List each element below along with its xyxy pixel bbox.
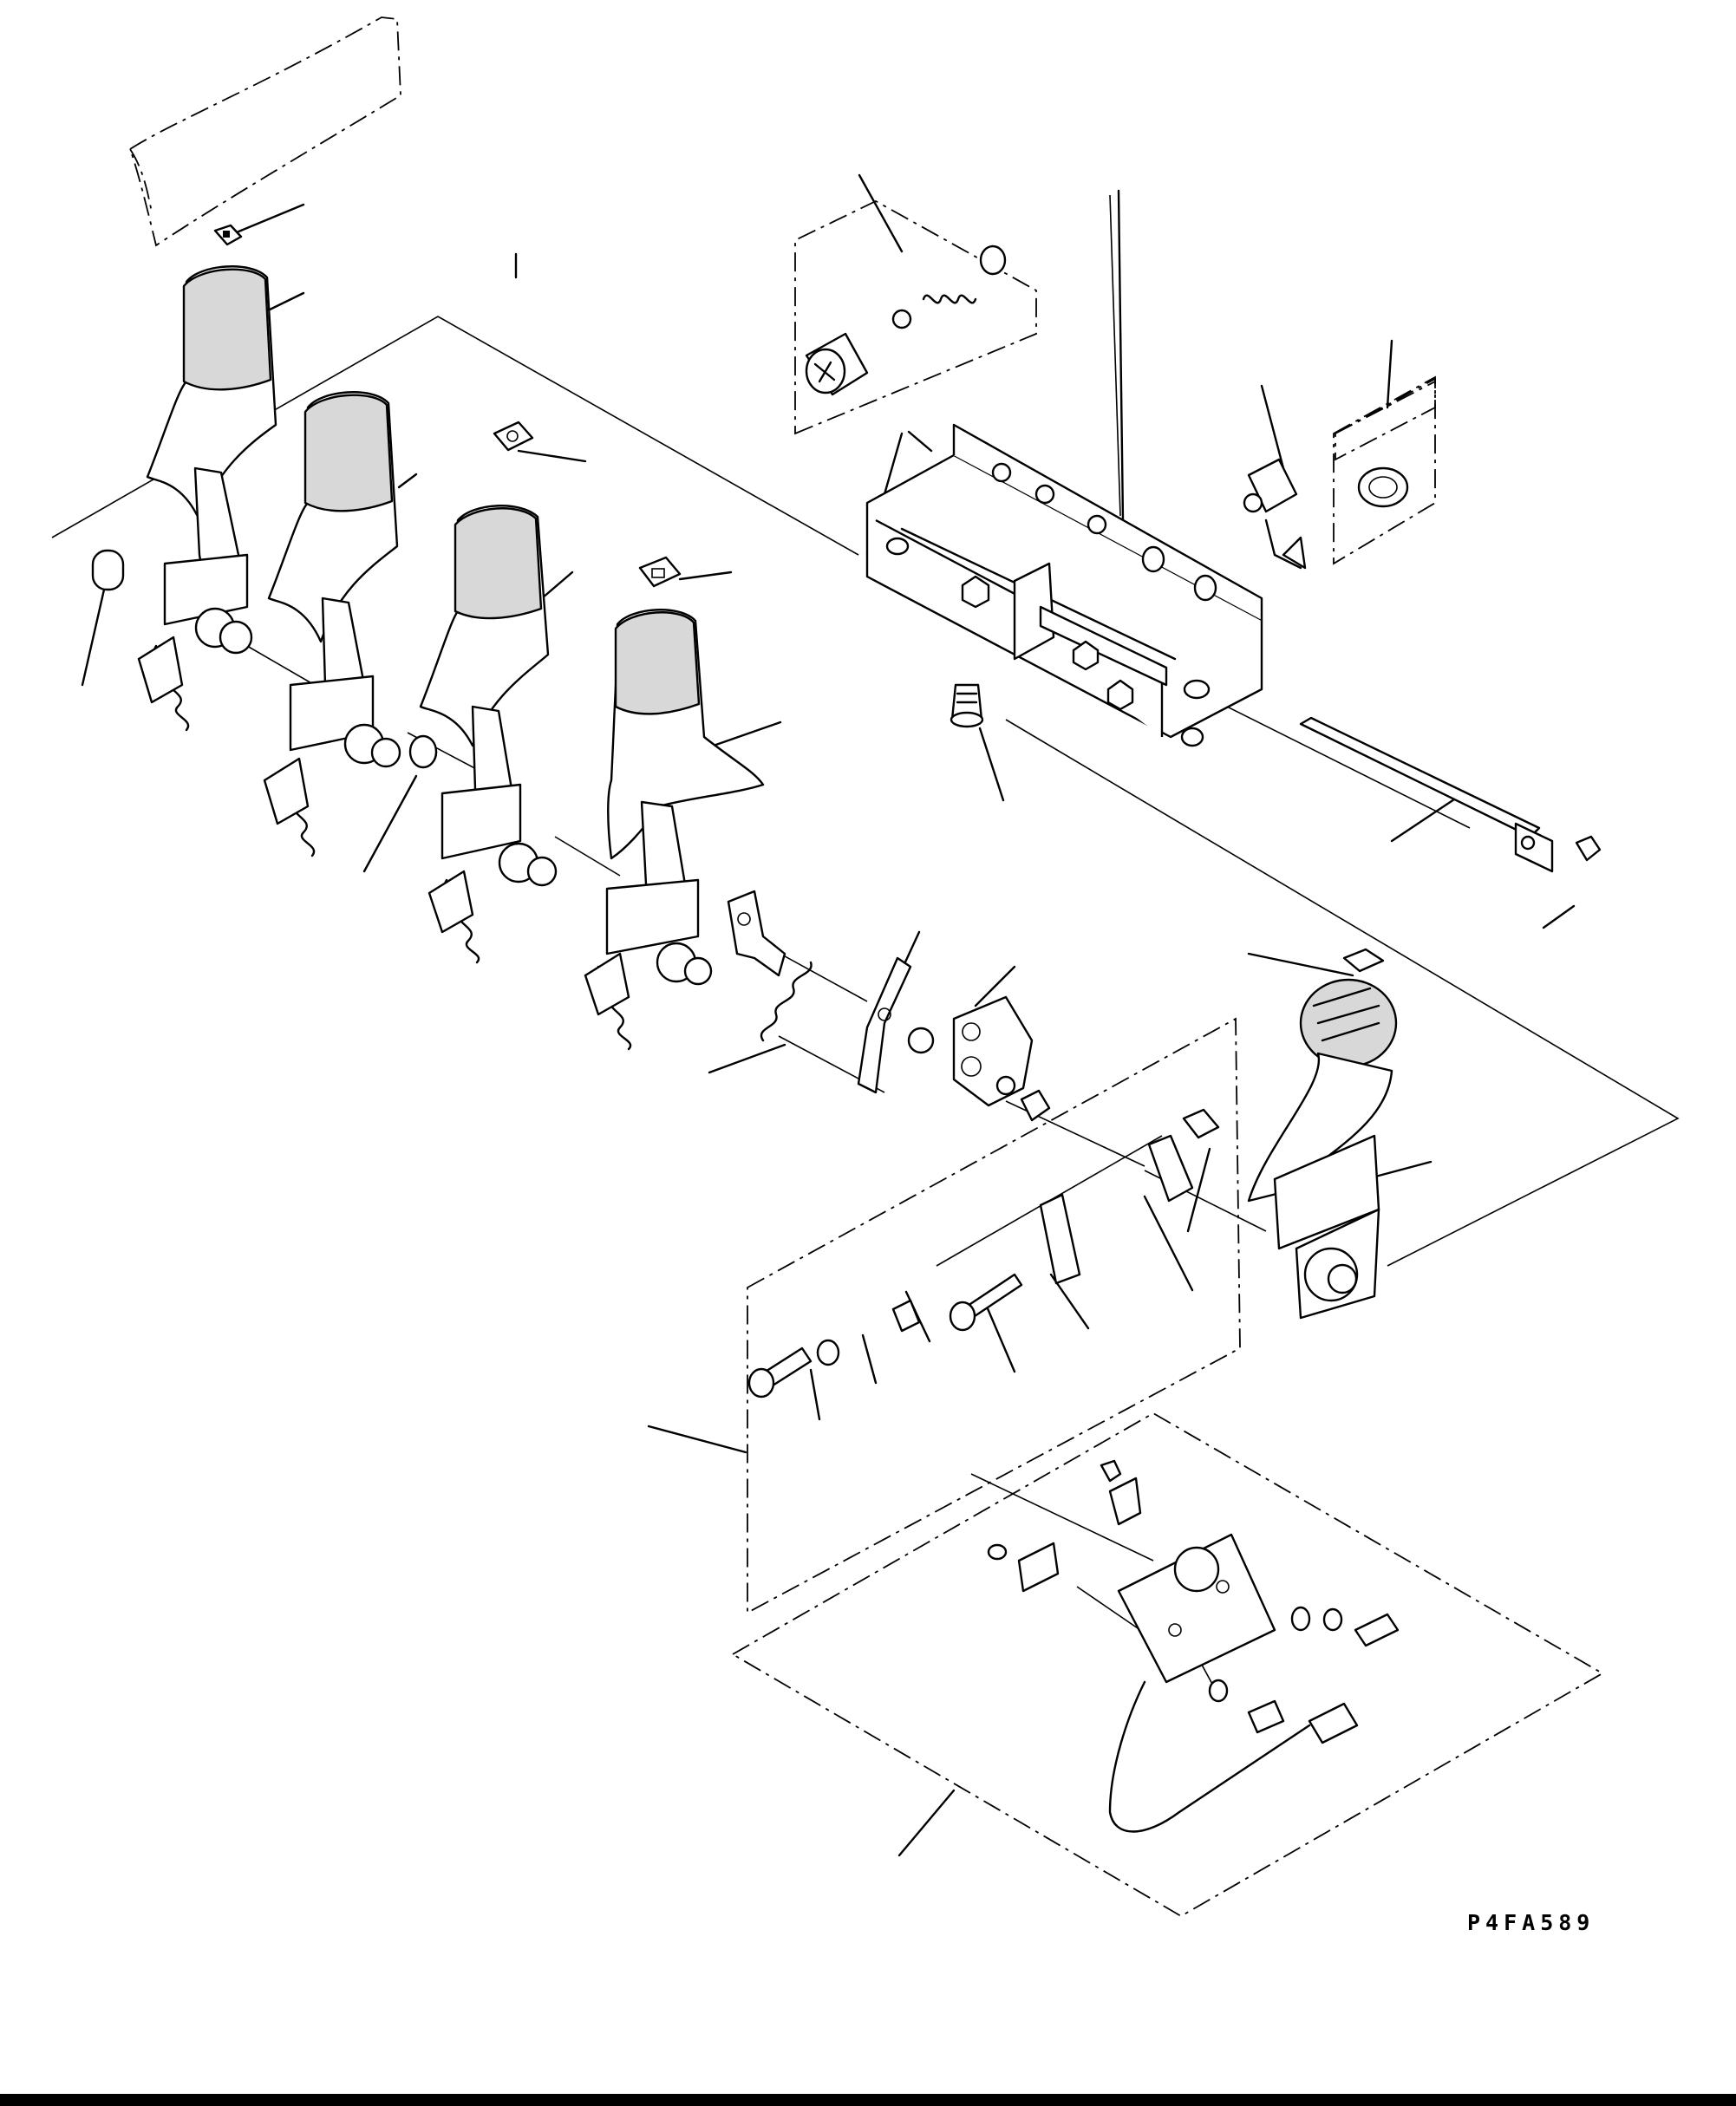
lever-round-knob [1247,978,1398,1320]
detent-kit-parts [805,245,1007,396]
spacer-ring [408,734,438,769]
lever-3 [419,505,558,964]
plug-kit-outline [1333,375,1436,565]
mounting-bolt [950,683,984,728]
lever-4 [584,609,765,1051]
label-plate-3 [638,556,682,588]
plug-kit-frame [1335,377,1436,461]
main-bracket [865,423,1263,747]
label-plate-2 [493,421,534,452]
label-plate-1 [213,224,243,246]
pivot-shaft [1299,716,1602,873]
console-cover-outline [128,16,401,247]
leader-lines [81,173,1576,1857]
bottom-border [0,2094,1736,2106]
link-kit-frame [747,1017,1241,1614]
link-plates [727,890,1051,1122]
switch-kit-parts [987,1459,1400,1833]
detent-kit-frame [794,199,1037,435]
lever-1 [91,265,277,732]
plug-ring [1357,466,1409,508]
rotary-switch [1243,458,1307,570]
link-kit-parts [747,1108,1220,1399]
bracket-group-frame [1005,719,1680,1267]
label-plate-4 [1342,948,1385,973]
explode-axis-lines [246,194,1471,1696]
drawing-code: P4FA589 [1467,1910,1596,1935]
